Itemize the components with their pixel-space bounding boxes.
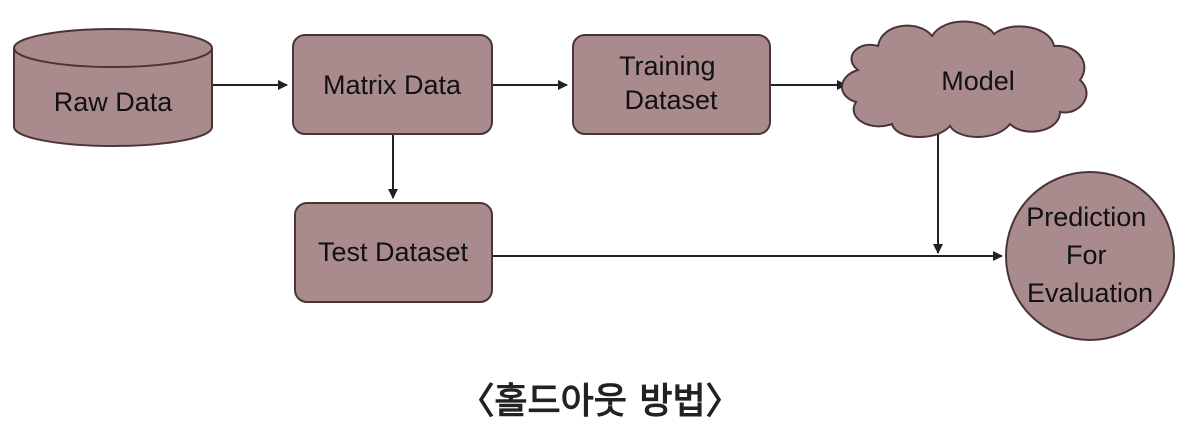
training-dataset-label: Training Dataset (619, 51, 723, 115)
test-dataset-node: Test Dataset (294, 202, 493, 303)
test-dataset-label: Test Dataset (318, 237, 469, 267)
model-node: Model (841, 20, 1088, 139)
prediction-node: Prediction For Evaluation (1005, 171, 1175, 341)
diagram-caption: 〈홀드아웃 방법〉 (458, 381, 742, 422)
training-dataset-label-line-2: Dataset (624, 85, 718, 115)
prediction-label-line-1: Prediction (1026, 202, 1146, 232)
holdout-diagram: Raw Data Matrix Data Training Dataset Mo… (13, 20, 1175, 341)
model-label: Model (941, 66, 1015, 96)
training-dataset-node: Training Dataset (572, 34, 771, 135)
matrix-data-node: Matrix Data (292, 34, 493, 135)
training-dataset-label-line-1: Training (619, 51, 716, 81)
raw-data-node: Raw Data (13, 28, 213, 147)
prediction-label-line-2: For (1066, 240, 1107, 270)
prediction-label: Prediction For Evaluation (1026, 202, 1154, 308)
prediction-label-line-3: Evaluation (1027, 278, 1153, 308)
matrix-data-label: Matrix Data (323, 70, 462, 100)
raw-data-label: Raw Data (54, 87, 174, 117)
